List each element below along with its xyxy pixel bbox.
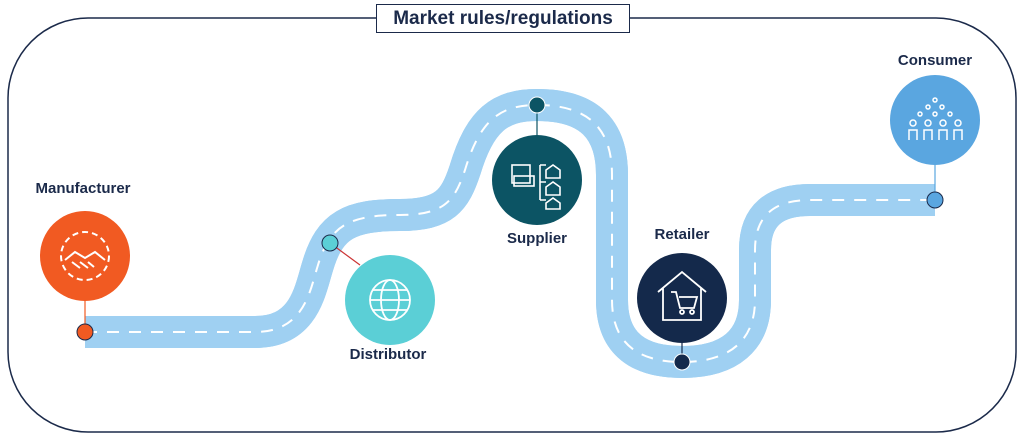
globe-icon	[345, 255, 435, 345]
handshake-gear-icon	[40, 211, 130, 301]
consumer-node	[926, 191, 944, 209]
manufacturer-label: Manufacturer	[35, 180, 131, 197]
people-group-icon	[890, 75, 980, 165]
manufacturer-node	[76, 323, 94, 341]
retailer-label: Retailer	[654, 226, 710, 243]
market-rules-title: Market rules/regulations	[376, 4, 630, 33]
consumer-label: Consumer	[897, 52, 973, 69]
factory-warehouses-icon	[492, 135, 582, 225]
store-cart-icon	[637, 253, 727, 343]
retailer-node	[673, 353, 691, 371]
supplier-node	[528, 96, 546, 114]
distributor-node	[321, 234, 339, 252]
supplier-label: Supplier	[506, 230, 568, 247]
outer-border	[7, 17, 1017, 433]
distributor-label: Distributor	[349, 346, 427, 363]
